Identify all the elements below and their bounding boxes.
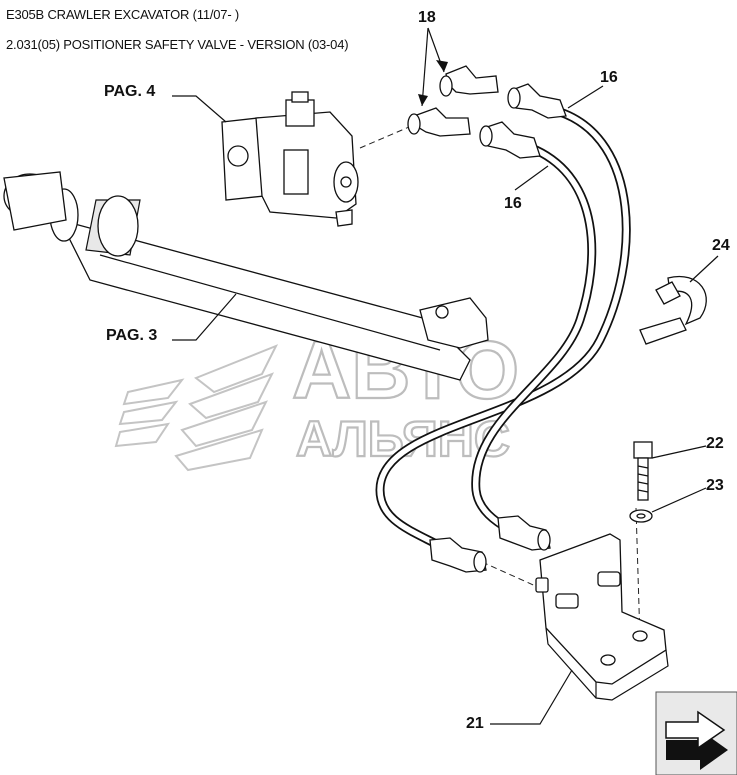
elbow-fittings <box>407 65 499 137</box>
bolt <box>633 441 653 501</box>
callout-16-top: 16 <box>600 69 618 86</box>
hydraulic-hoses <box>375 83 631 573</box>
callout-21: 21 <box>466 715 484 732</box>
section-title: 2.031(05) POSITIONER SAFETY VALVE - VERS… <box>6 37 349 52</box>
callout-22: 22 <box>706 435 724 452</box>
next-page-button[interactable] <box>655 691 737 775</box>
leader-lines <box>172 27 719 725</box>
hose-clamp <box>639 275 707 345</box>
callout-pag3: PAG. 3 <box>106 327 157 344</box>
callout-24: 24 <box>712 237 730 254</box>
callout-pag4: PAG. 4 <box>104 83 155 100</box>
callout-18: 18 <box>418 9 436 26</box>
boom-cylinder <box>3 171 489 381</box>
positioner-safety-valve <box>221 91 359 227</box>
mounting-bracket <box>535 533 669 701</box>
callout-23: 23 <box>706 477 724 494</box>
watermark-emblem-icon <box>114 344 279 472</box>
arrow-next-icon <box>665 710 728 770</box>
model-title: E305B CRAWLER EXCAVATOR (11/07- ) <box>6 7 240 22</box>
callout-16-middle: 16 <box>504 195 522 212</box>
